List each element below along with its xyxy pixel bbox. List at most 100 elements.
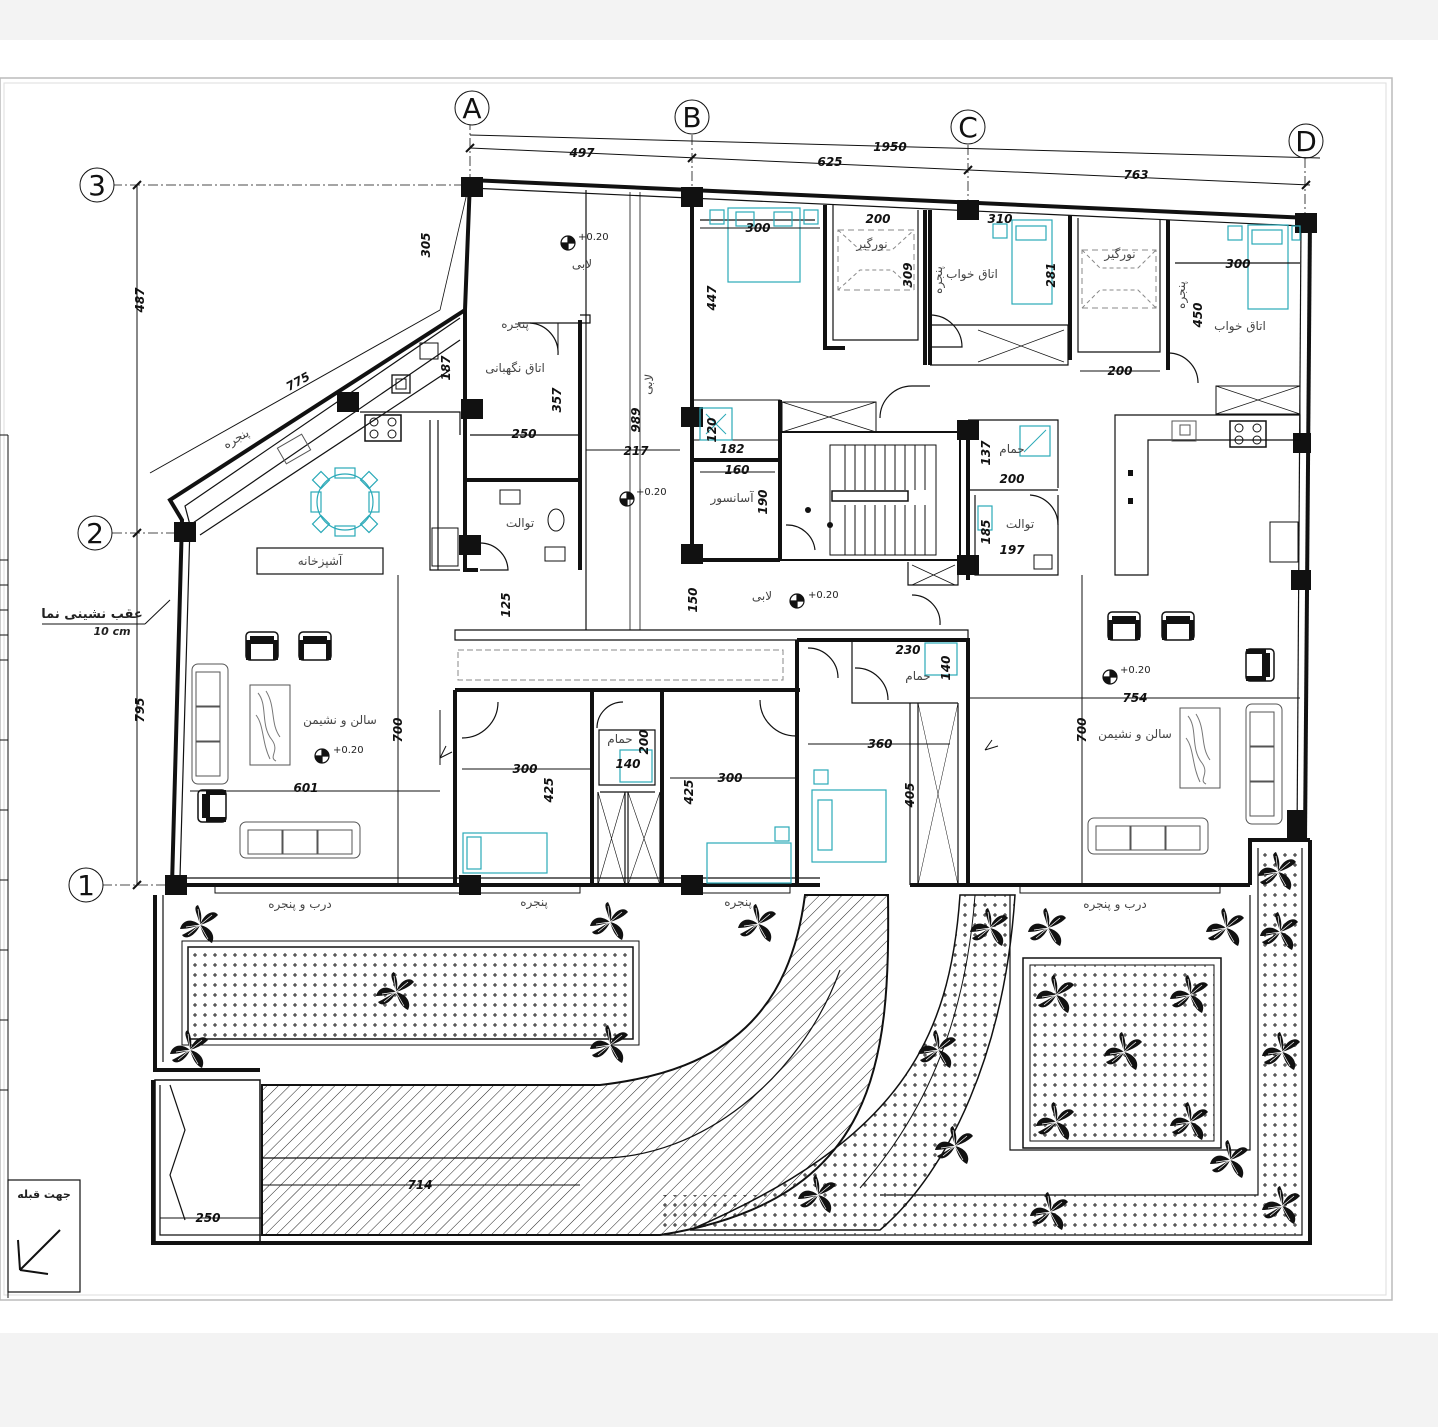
right-unit: حمام توالت 137 200 185 197 +0.20 سالن و …	[966, 414, 1310, 894]
dim-140-a: 140	[939, 655, 953, 680]
dim-190: 190	[756, 489, 770, 514]
grid-2: 2	[86, 517, 104, 550]
dim-300-d: 300	[717, 771, 742, 785]
label-door-window-right: درب و پنجره	[1083, 897, 1146, 912]
dim-160: 160	[724, 463, 749, 477]
dim-120: 120	[705, 417, 719, 442]
dim-447: 447	[705, 285, 719, 312]
dim-200-b: 200	[1107, 364, 1132, 378]
level-lobby-top: +0.20	[578, 232, 609, 243]
grid-D: D	[1295, 125, 1317, 158]
dim-360: 360	[867, 737, 892, 751]
dim-200-a: 200	[865, 212, 890, 226]
label-window-lower-2: پنجره	[724, 895, 752, 910]
dim-182: 182	[719, 442, 744, 456]
dim-185: 185	[979, 519, 993, 544]
dim-714: 714	[407, 1178, 432, 1192]
top-dimension-chain: 1950 497 625 763	[465, 134, 1321, 190]
facade-setback-label: عقب نشینی نما	[41, 607, 142, 622]
qibla-label: جهت قبله	[17, 1188, 71, 1201]
label-door-window-left: درب و پنجره	[268, 897, 331, 912]
dim-250-b: 250	[195, 1211, 220, 1225]
label-window-lower-1: پنجره	[520, 895, 548, 910]
dim-197: 197	[999, 543, 1025, 557]
dim-305: 305	[419, 232, 433, 257]
dim-300-a: 300	[745, 221, 770, 235]
dim-309: 309	[901, 262, 915, 287]
label-toilet-c: توالت	[1006, 517, 1034, 532]
label-guard-room: اتاق نگهبانی	[485, 361, 545, 375]
dim-425-a: 425	[542, 777, 556, 803]
dim-300-c: 300	[512, 762, 537, 776]
dim-625: 625	[817, 155, 842, 169]
label-living-left: سالن و نشیمن	[303, 713, 377, 728]
label-window-guard: پنجره	[501, 317, 529, 332]
level-lobby-main: +0.20	[808, 590, 839, 601]
qibla-arrow-icon	[17, 1229, 61, 1275]
label-lobby-main: لابی	[752, 589, 772, 603]
facade-setback-note: عقب نشینی نما 10 cm	[41, 599, 171, 638]
label-skylight-1: نورگیر	[855, 237, 887, 252]
label-toilet-left: توالت	[506, 516, 534, 531]
left-edge-strip	[0, 434, 9, 1298]
grid-lines	[102, 120, 1306, 886]
dim-200-c: 200	[999, 472, 1024, 486]
dim-125: 125	[499, 592, 513, 617]
yard: 714 250 درب و پنجره پنجره پنجره درب و پن…	[151, 840, 1312, 1245]
dim-1950: 1950	[873, 140, 906, 154]
dim-763: 763	[1123, 168, 1148, 182]
grid-C: C	[958, 111, 978, 144]
floor-plan: A B C D 3 2 1 1950 497 625 763 487 795	[0, 77, 1393, 1301]
dim-281: 281	[1044, 262, 1058, 287]
diagonal-dimension: 775 305	[149, 179, 471, 474]
label-window-c: پنجره	[931, 266, 946, 294]
dim-230: 230	[895, 643, 920, 657]
grid-B: B	[682, 101, 701, 134]
facade-setback-value: 10 cm	[93, 625, 130, 638]
dim-150: 150	[686, 587, 700, 612]
dim-700-right: 700	[1075, 717, 1089, 742]
grid-A: A	[462, 92, 481, 125]
dim-497: 497	[568, 146, 595, 160]
dim-140-b: 140	[615, 757, 640, 771]
dim-487: 487	[133, 287, 147, 314]
left-unit: 187 357 250 125 601 700 پنجره اتاق نگهبا…	[189, 310, 969, 894]
label-bedroom-c: اتاق خواب	[946, 267, 998, 282]
dim-989: 989	[629, 407, 643, 432]
label-bath-mid: حمام	[607, 732, 632, 746]
label-bath-c: حمام	[999, 442, 1024, 456]
label-bath-lower: حمام	[905, 669, 930, 683]
dim-450: 450	[1191, 302, 1205, 328]
label-living-right: سالن و نشیمن	[1098, 727, 1172, 742]
label-window-d: پنجره	[1174, 281, 1189, 309]
dim-137: 137	[979, 440, 993, 466]
label-skylight-2: نورگیر	[1103, 247, 1135, 262]
central-core: +0.20 +0.20 +0.20 لابی لابی لابی 989 217…	[560, 190, 961, 630]
label-elevator: آسانسور	[709, 490, 754, 506]
sheet-border	[0, 77, 1393, 1301]
level-living-right: +0.20	[1120, 665, 1151, 676]
dim-310: 310	[987, 212, 1012, 226]
upper-middle-unit: نورگیر نورگیر 447 300 200 309 310 281 20…	[690, 200, 1301, 415]
dim-700-left: 700	[391, 717, 405, 742]
grid-1: 1	[77, 869, 95, 902]
level-living-left: +0.20	[333, 745, 364, 756]
dim-250: 250	[511, 427, 536, 441]
level-lobby-mid: +0.20	[636, 487, 667, 498]
label-bedroom-d: اتاق خواب	[1214, 319, 1266, 334]
dim-357: 357	[550, 387, 564, 413]
dim-217: 217	[623, 444, 649, 458]
dim-425-b: 425	[682, 779, 696, 805]
grid-3: 3	[88, 169, 106, 202]
left-dimension-chain: 487 795	[132, 180, 147, 890]
grid-bubbles: A B C D 3 2 1	[68, 90, 1324, 903]
qibla-box: جهت قبله	[7, 1179, 81, 1293]
dim-405: 405	[903, 782, 917, 808]
label-lobby-top: لابی	[572, 257, 592, 271]
dim-300-b: 300	[1225, 257, 1250, 271]
label-lobby-vertical: لابی	[639, 373, 656, 395]
dim-795: 795	[133, 697, 147, 722]
dim-200-d: 200	[637, 729, 651, 754]
dim-187: 187	[439, 355, 453, 381]
dim-601: 601	[293, 781, 318, 795]
